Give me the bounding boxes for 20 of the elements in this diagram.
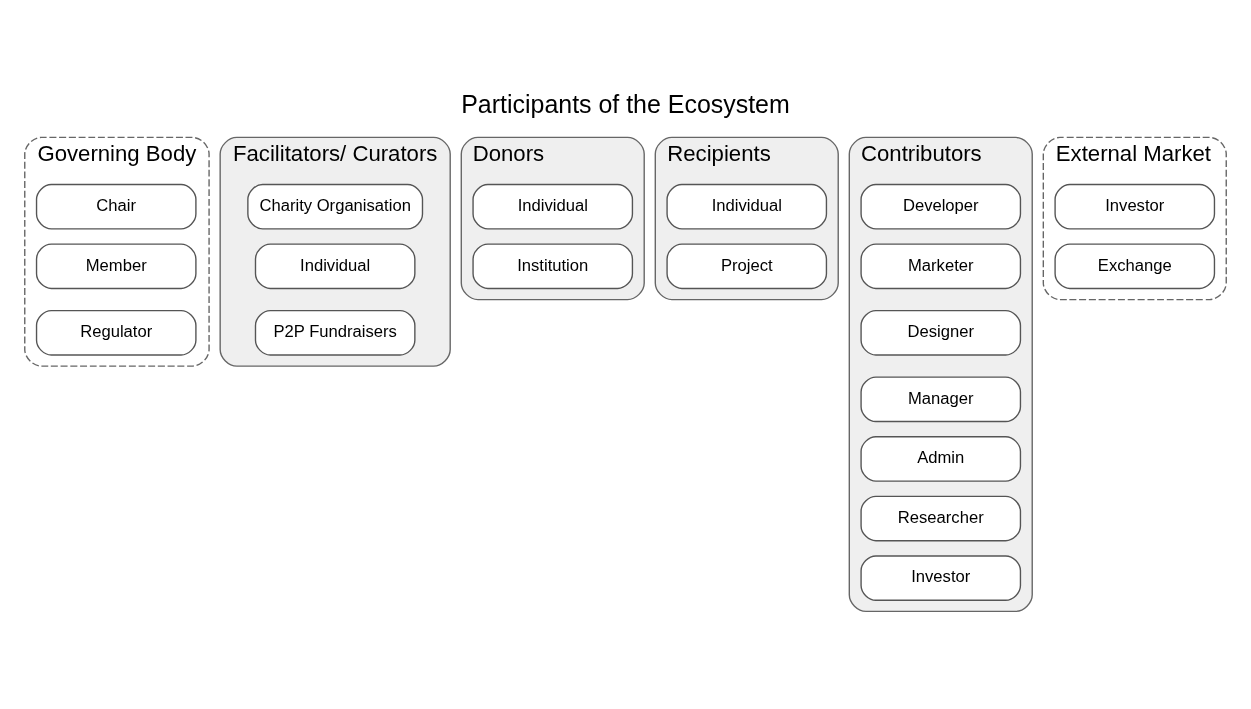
node-box: Charity Organisation <box>247 183 424 230</box>
node-box: Institution <box>472 242 634 289</box>
node-box: Exchange <box>1054 242 1216 289</box>
node-box: Investor <box>1054 183 1216 230</box>
node-box: Designer <box>860 309 1022 356</box>
node-box: Regulator <box>35 309 197 356</box>
node-box: Developer <box>860 183 1022 230</box>
node-box: Manager <box>860 375 1022 422</box>
node-box: Project <box>666 242 828 289</box>
node-box: Individual <box>254 242 416 289</box>
node-box: Individual <box>472 183 634 230</box>
node-box: Member <box>35 242 197 289</box>
node-box: Marketer <box>860 242 1022 289</box>
diagram-title: Participants of the Ecosystem <box>461 89 790 118</box>
node-box: Investor <box>860 554 1022 601</box>
node-box: Individual <box>666 183 828 230</box>
node-box: Researcher <box>860 495 1022 541</box>
node-box: Chair <box>35 183 197 230</box>
node-box: Admin <box>860 435 1022 482</box>
node-box: P2P Fundraisers <box>254 309 416 356</box>
